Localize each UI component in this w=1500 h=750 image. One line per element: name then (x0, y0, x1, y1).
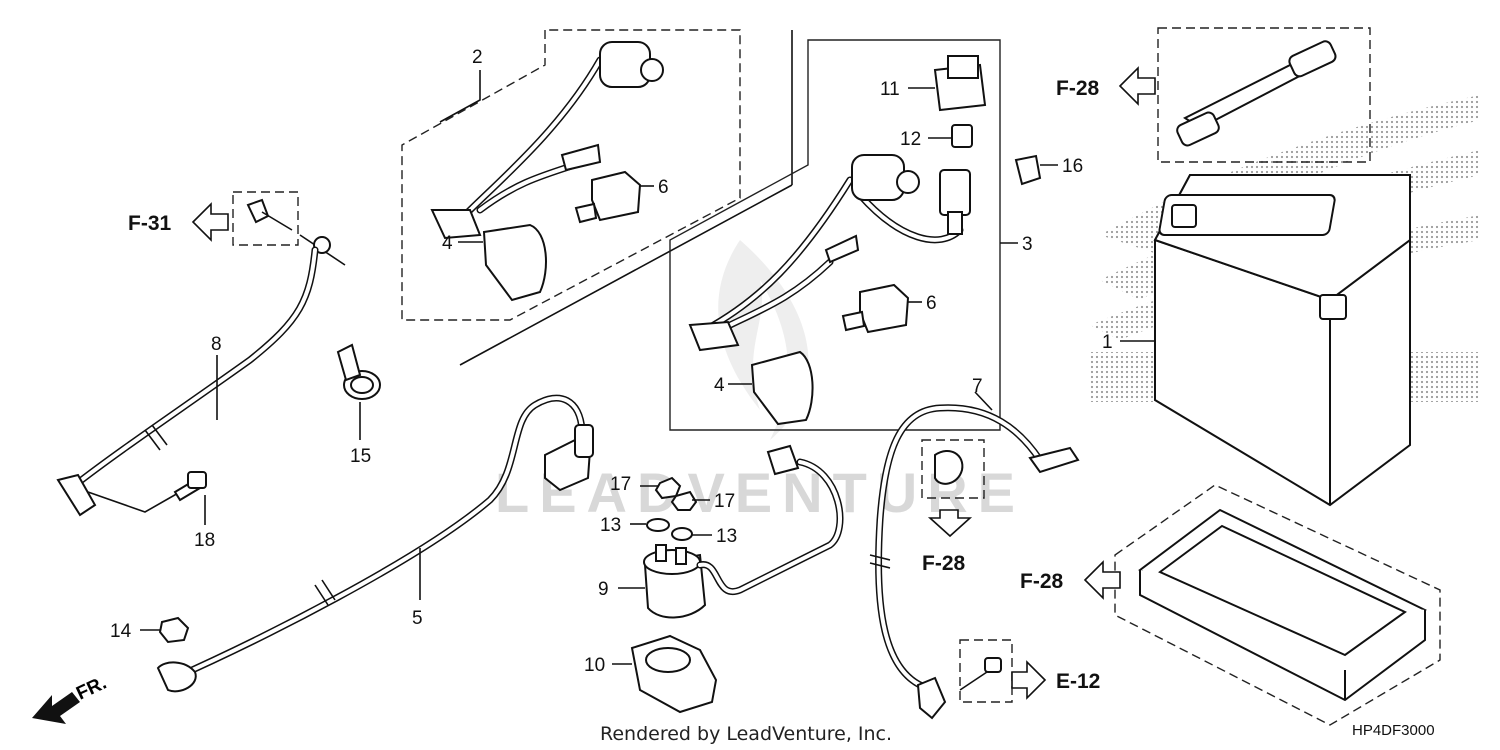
starter-relay-9-group (618, 444, 844, 619)
callout-9: 9 (598, 579, 609, 600)
relay-cover-10 (612, 634, 718, 714)
callout-10: 10 (584, 655, 605, 676)
callout-4a: 4 (442, 233, 453, 254)
negative-cable-8-group (56, 191, 346, 525)
battery-strap-group (1157, 27, 1371, 163)
wire-harness-group-2 (401, 29, 741, 321)
callout-12: 12 (900, 129, 921, 150)
front-direction-arrow: FR. (32, 673, 110, 724)
callout-13b: 13 (716, 526, 737, 547)
arrow-right-e12 (1011, 660, 1047, 700)
battery-tray-group (1114, 484, 1441, 726)
rendered-by-credit: Rendered by LeadVenture, Inc. (600, 723, 892, 745)
callout-18: 18 (194, 530, 215, 551)
callout-2: 2 (472, 47, 483, 68)
band-15 (336, 343, 381, 440)
arrow-left-f31 (191, 202, 229, 242)
callout-1: 1 (1102, 332, 1113, 353)
ref-f28-top[interactable]: F-28 (1056, 77, 1100, 100)
callout-16: 16 (1062, 156, 1083, 177)
callout-11: 11 (880, 79, 900, 100)
battery-1 (1120, 174, 1411, 507)
ref-f31[interactable]: F-31 (128, 212, 172, 235)
callout-5: 5 (412, 608, 423, 629)
callout-15: 15 (350, 446, 371, 467)
ref-f28-mid[interactable]: F-28 (922, 552, 966, 575)
wire-harness-group-3 (669, 39, 1018, 431)
diagram-code: HP4DF3000 (1352, 722, 1435, 739)
callout-4b: 4 (714, 375, 725, 396)
flame-watermark-icon (718, 240, 809, 440)
ref-f28-right[interactable]: F-28 (1020, 570, 1064, 593)
callout-6a: 6 (658, 177, 669, 198)
arrow-down-f28-mid (927, 509, 973, 538)
nut-14 (140, 616, 190, 644)
arrow-left-f28-top (1118, 66, 1156, 106)
callout-14: 14 (110, 621, 132, 642)
ref-e12[interactable]: E-12 (1056, 670, 1100, 693)
callout-17a: 17 (610, 474, 631, 495)
fr-label: FR. (73, 673, 110, 705)
callout-17b: 17 (714, 491, 735, 512)
callout-6b: 6 (926, 293, 937, 314)
arrow-left-f28-right (1083, 560, 1121, 600)
callout-3: 3 (1022, 234, 1033, 255)
starter-cable-5-group (156, 394, 594, 693)
callout-13a: 13 (600, 515, 621, 536)
separator-diagonal (459, 184, 793, 366)
clip-16 (1014, 154, 1058, 186)
callout-8: 8 (211, 334, 222, 355)
callout-7: 7 (972, 376, 983, 397)
cable-7-group (869, 391, 1080, 720)
